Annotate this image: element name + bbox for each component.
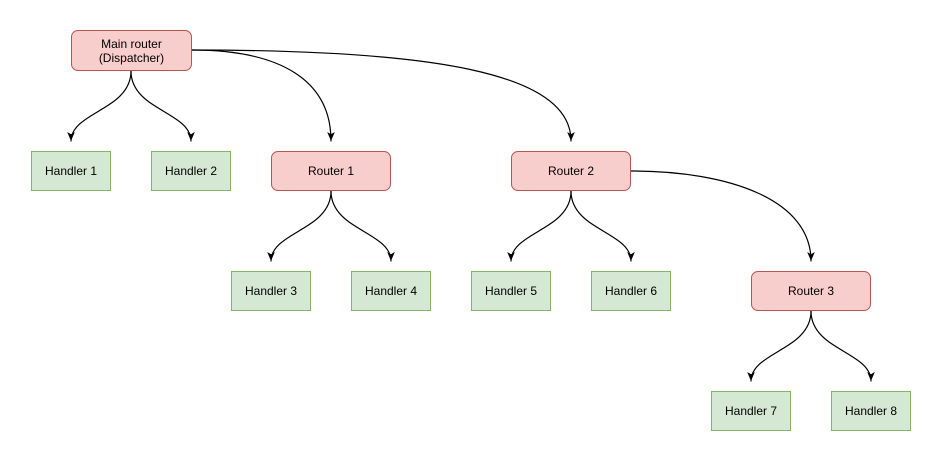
node-label-main-router: Main router (Dispatcher) — [98, 36, 165, 65]
edge-router-3-to-handler-8 — [810, 310, 875, 382]
edge-main-router-to-router-2 — [191, 49, 575, 142]
node-router-1[interactable]: Router 1 — [271, 151, 391, 191]
edge-main-router-to-router-1 — [191, 49, 335, 142]
node-label-handler-4: Handler 4 — [364, 284, 418, 298]
node-handler-4[interactable]: Handler 4 — [351, 271, 431, 311]
node-label-handler-2: Handler 2 — [164, 164, 218, 178]
edge-router-1-to-handler-3 — [267, 190, 332, 262]
node-handler-2[interactable]: Handler 2 — [151, 151, 231, 191]
node-handler-3[interactable]: Handler 3 — [231, 271, 311, 311]
edges-group — [67, 49, 875, 382]
node-router-2[interactable]: Router 2 — [511, 151, 631, 191]
edge-router-2-to-handler-5 — [507, 190, 572, 262]
node-label-handler-3: Handler 3 — [244, 284, 298, 298]
node-handler-7[interactable]: Handler 7 — [711, 391, 791, 431]
edge-router-2-to-handler-6 — [570, 190, 635, 262]
edge-router-1-to-handler-4 — [330, 190, 395, 262]
node-handler-1[interactable]: Handler 1 — [31, 151, 111, 191]
edge-router-2-to-router-3 — [630, 170, 815, 262]
node-label-handler-5: Handler 5 — [484, 284, 538, 298]
node-router-3[interactable]: Router 3 — [751, 271, 871, 311]
node-label-router-1: Router 1 — [307, 164, 355, 178]
edge-router-3-to-handler-7 — [747, 310, 812, 382]
node-handler-8[interactable]: Handler 8 — [831, 391, 911, 431]
node-main-router[interactable]: Main router (Dispatcher) — [71, 30, 192, 71]
node-label-handler-6: Handler 6 — [604, 284, 658, 298]
edge-main-router-to-handler-2 — [130, 70, 195, 142]
node-label-handler-1: Handler 1 — [44, 164, 98, 178]
edge-main-router-to-handler-1 — [67, 70, 132, 142]
node-label-handler-8: Handler 8 — [844, 404, 898, 418]
node-handler-6[interactable]: Handler 6 — [591, 271, 671, 311]
node-handler-5[interactable]: Handler 5 — [471, 271, 551, 311]
node-label-handler-7: Handler 7 — [724, 404, 778, 418]
node-label-router-2: Router 2 — [547, 164, 595, 178]
node-label-router-3: Router 3 — [787, 284, 835, 298]
